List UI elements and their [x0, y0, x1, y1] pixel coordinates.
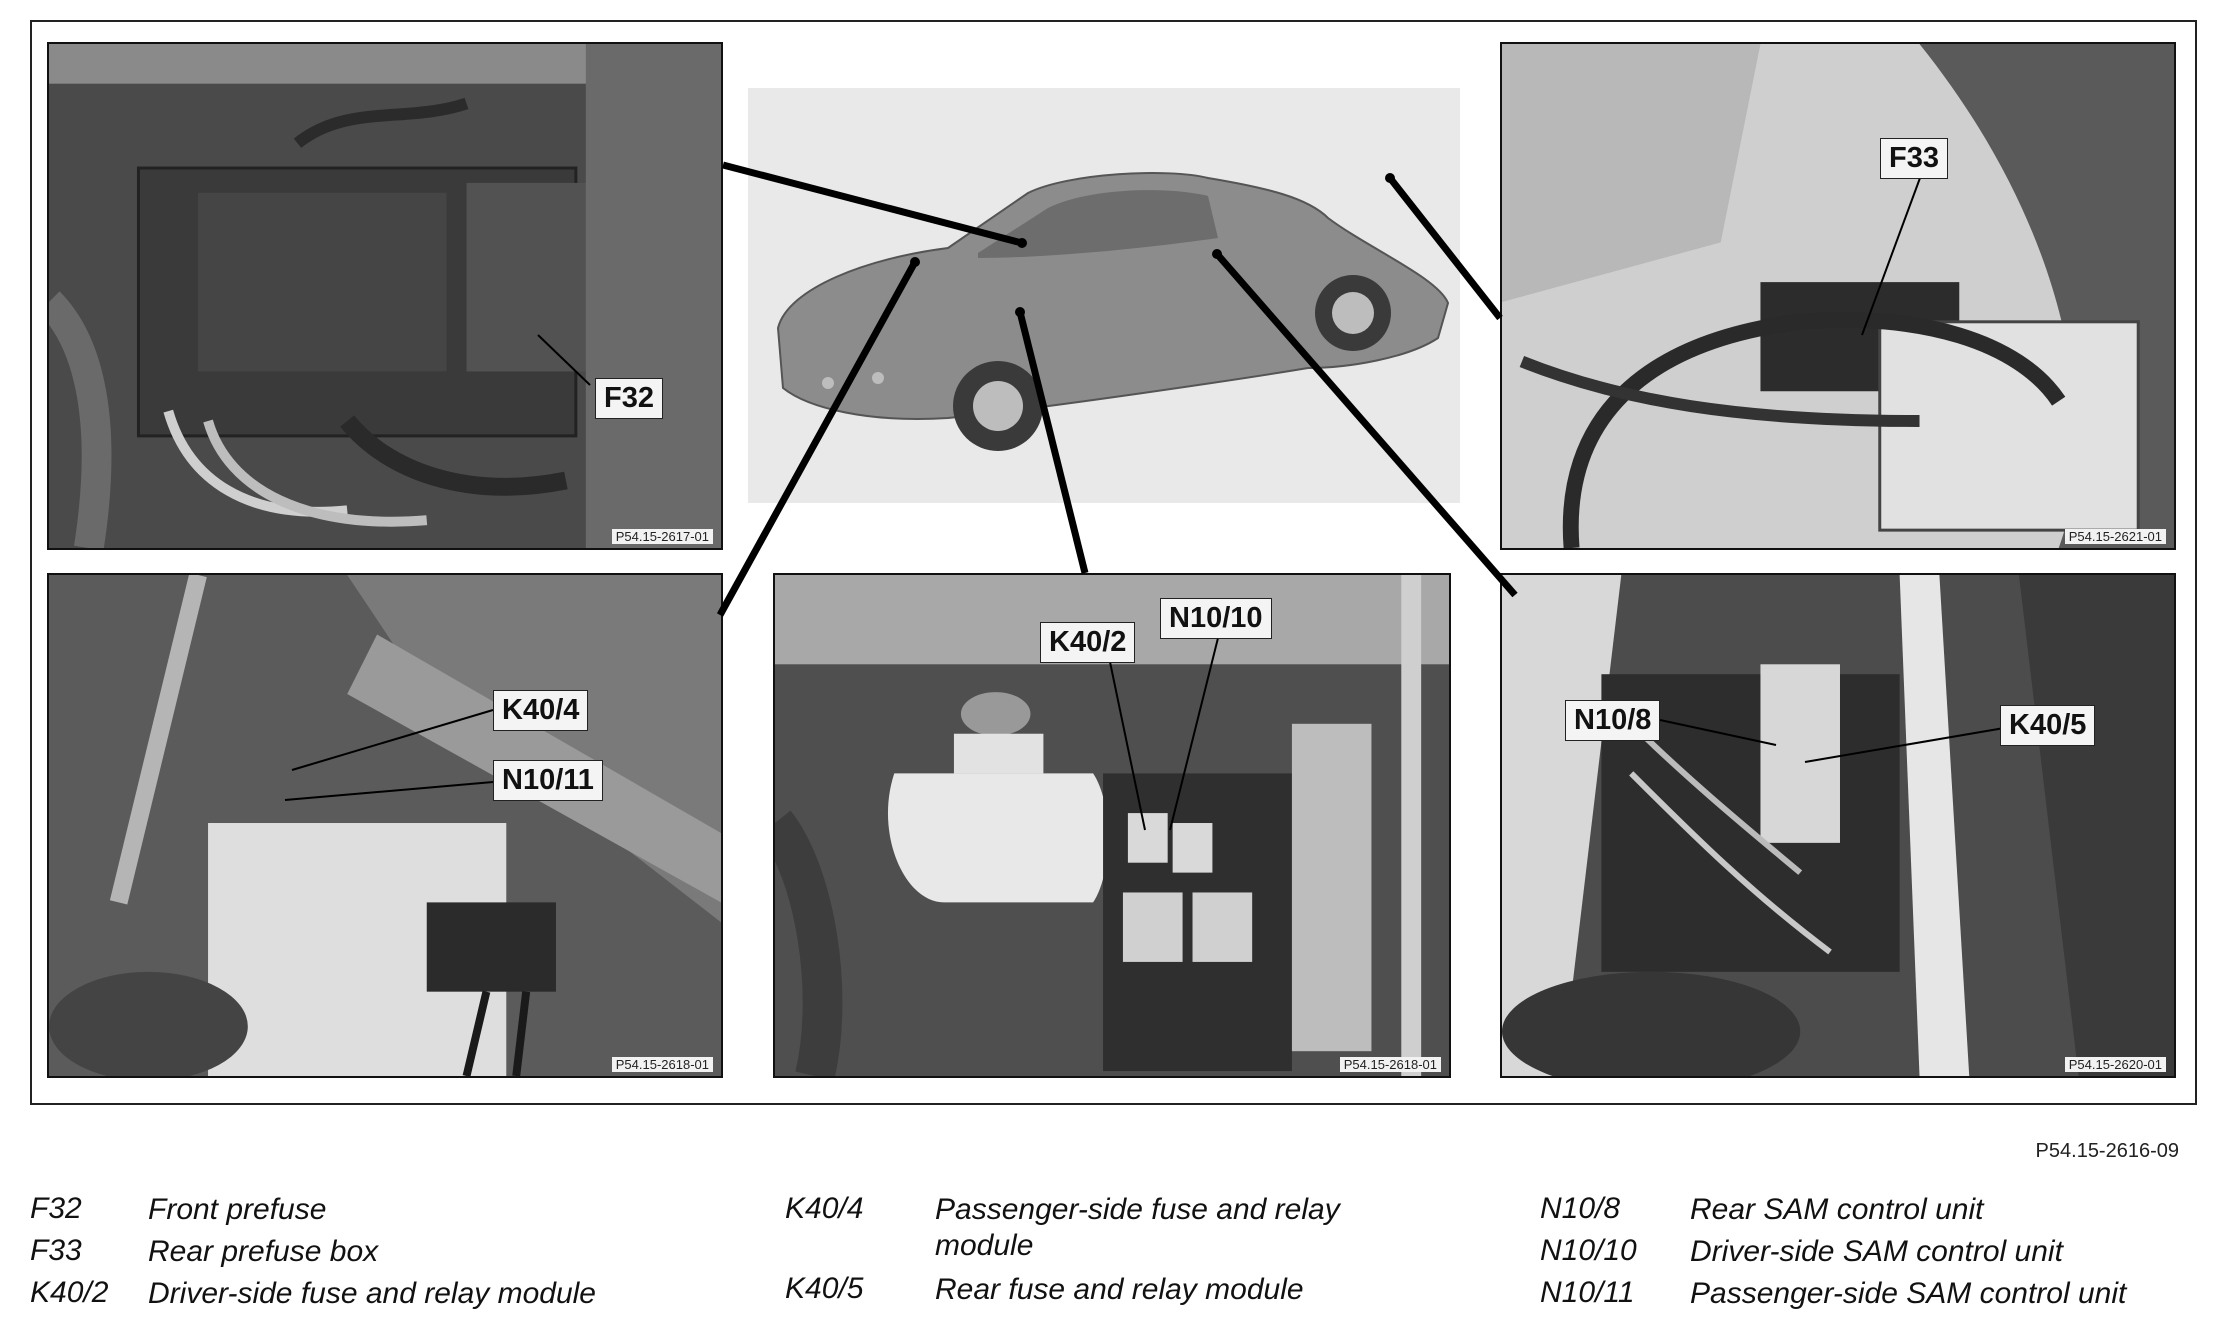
- legend-item: N10/11 Passenger-side SAM control unit: [1540, 1276, 2200, 1318]
- callout-n10-8: N10/8: [1565, 700, 1661, 741]
- legend-col3: N10/8 Rear SAM control unit N10/10 Drive…: [1540, 1192, 2200, 1318]
- photo-ref-label: P54.15-2618-01: [1339, 1057, 1441, 1072]
- photo-front-prefuse-image: [49, 44, 721, 548]
- legend-item: K40/5 Rear fuse and relay module: [785, 1272, 1405, 1314]
- legend-code: F33: [30, 1234, 82, 1267]
- legend-col1: F32 Front prefuse F33 Rear prefuse box K…: [30, 1192, 750, 1318]
- car-illustration: [748, 88, 1460, 503]
- legend-desc: Rear fuse and relay module: [935, 1273, 1304, 1306]
- legend-desc: Passenger-side SAM control unit: [1690, 1277, 2127, 1310]
- photo-car-overview: [748, 88, 1460, 503]
- photo-passenger-side-image: [49, 575, 721, 1076]
- legend-desc: Passenger-side fuse and relay module: [935, 1193, 1340, 1262]
- photo-ref-label: P54.15-2620-01: [2064, 1057, 2166, 1072]
- legend-desc: Driver-side SAM control unit: [1690, 1235, 2063, 1268]
- legend-desc: Driver-side fuse and relay module: [148, 1277, 596, 1310]
- callout-f33: F33: [1880, 138, 1948, 179]
- legend-code: K40/2: [30, 1276, 109, 1309]
- legend-code: N10/10: [1540, 1234, 1637, 1267]
- photo-passenger-side: P54.15-2618-01: [47, 573, 723, 1078]
- legend-item: N10/10 Driver-side SAM control unit: [1540, 1234, 2200, 1276]
- photo-rear-sam-image: [1502, 575, 2174, 1076]
- legend-desc: Front prefuse: [148, 1193, 327, 1226]
- legend-item: N10/8 Rear SAM control unit: [1540, 1192, 2200, 1234]
- legend-desc: Rear SAM control unit: [1690, 1193, 1984, 1226]
- legend-code: N10/8: [1540, 1192, 1621, 1225]
- legend-item: K40/2 Driver-side fuse and relay module: [30, 1276, 750, 1318]
- photo-ref-label: P54.15-2621-01: [2064, 529, 2166, 544]
- photo-rear-prefuse-image: [1502, 44, 2174, 548]
- photo-rear-sam: P54.15-2620-01: [1500, 573, 2176, 1078]
- photo-ref-label: P54.15-2617-01: [611, 529, 713, 544]
- photo-rear-prefuse: P54.15-2621-01: [1500, 42, 2176, 550]
- callout-f32: F32: [595, 378, 663, 419]
- legend-code: F32: [30, 1192, 82, 1225]
- legend-desc: Rear prefuse box: [148, 1235, 379, 1268]
- legend-code: N10/11: [1540, 1276, 1635, 1309]
- callout-k40-4: K40/4: [493, 690, 589, 731]
- legend-item: F32 Front prefuse: [30, 1192, 750, 1234]
- legend-code: K40/5: [785, 1272, 864, 1305]
- legend-col2: K40/4 Passenger-side fuse and relay modu…: [785, 1192, 1405, 1314]
- callout-n10-10: N10/10: [1160, 598, 1272, 639]
- photo-ref-label: P54.15-2618-01: [611, 1057, 713, 1072]
- legend-item: K40/4 Passenger-side fuse and relay modu…: [785, 1192, 1405, 1272]
- legend-code: K40/4: [785, 1192, 864, 1225]
- callout-k40-2: K40/2: [1040, 622, 1136, 663]
- callout-n10-11: N10/11: [493, 760, 603, 801]
- callout-k40-5: K40/5: [2000, 705, 2096, 746]
- photo-front-prefuse: P54.15-2617-01: [47, 42, 723, 550]
- legend-item: F33 Rear prefuse box: [30, 1234, 750, 1276]
- diagram-id: P54.15-2616-09: [2035, 1140, 2179, 1162]
